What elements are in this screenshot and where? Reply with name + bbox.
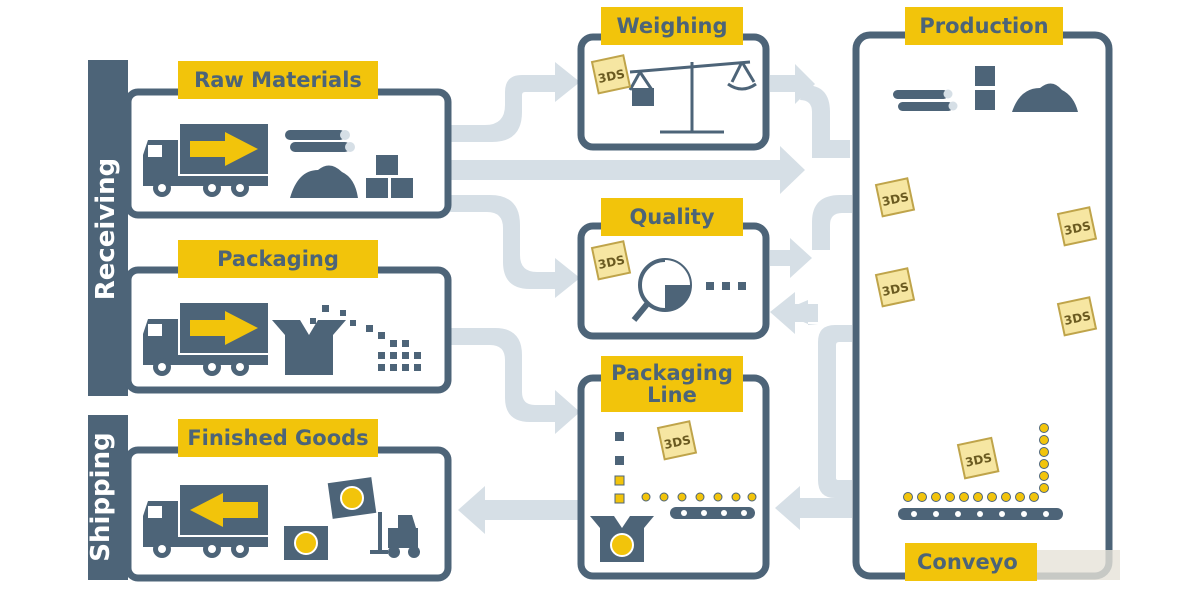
pile-icon: [290, 165, 358, 198]
quality-label: Quality: [601, 198, 743, 236]
3ds-logo-text: 3DS: [1063, 309, 1092, 328]
pipes-icon: [285, 130, 355, 152]
conveyor-dots: [903, 423, 1049, 502]
finished-box-icon: [284, 477, 377, 560]
boxes-icon: [366, 155, 413, 198]
3ds-logo-text: 3DS: [597, 67, 626, 86]
magnifier-icon: [631, 258, 746, 322]
3ds-logo-text: 3DS: [881, 280, 910, 299]
pipes-icon: [893, 89, 958, 111]
packaging-line-label: Packaging Line: [601, 356, 743, 412]
shipping-label: Shipping: [86, 432, 116, 562]
weight-block-icon: [632, 88, 654, 106]
3ds-logo-text: 3DS: [1063, 219, 1092, 238]
finished-goods-label: Finished Goods: [178, 419, 378, 457]
cubes-icon: [310, 305, 421, 371]
raw-materials-label: Raw Materials: [178, 61, 378, 99]
production-label: Production: [905, 7, 1063, 45]
forklift-icon: [370, 512, 420, 558]
conveyor-belt-icon: [898, 508, 1063, 520]
truck-icon: [143, 303, 268, 376]
shipping-sidebar: [88, 415, 128, 580]
scale-icon: [628, 60, 757, 134]
packaging-label: Packaging: [178, 240, 378, 278]
receiving-sidebar: [88, 60, 128, 396]
packaging-line-items: [614, 432, 757, 504]
3ds-logo-icons: 3DS 3DS 3DS 3DS 3DS 3DS 3DS 3DS: [590, 54, 1098, 480]
boxes-icon: [975, 66, 995, 110]
3ds-logo-text: 3DS: [881, 190, 910, 209]
weighing-label: Weighing: [601, 7, 743, 45]
truck-icon: [143, 124, 268, 197]
open-box-icon: [590, 516, 654, 562]
truck-icon: [143, 485, 268, 558]
conveyor-label: Conveyo: [905, 543, 1037, 581]
conveyor-belt-icon: [670, 507, 755, 519]
open-box-icon: [272, 320, 346, 375]
receiving-label: Receiving: [91, 157, 121, 301]
3ds-logo-text: 3DS: [597, 253, 626, 272]
pile-icon: [1012, 83, 1078, 112]
3ds-logo-text: 3DS: [964, 450, 993, 469]
3ds-logo-text: 3DS: [663, 433, 692, 452]
